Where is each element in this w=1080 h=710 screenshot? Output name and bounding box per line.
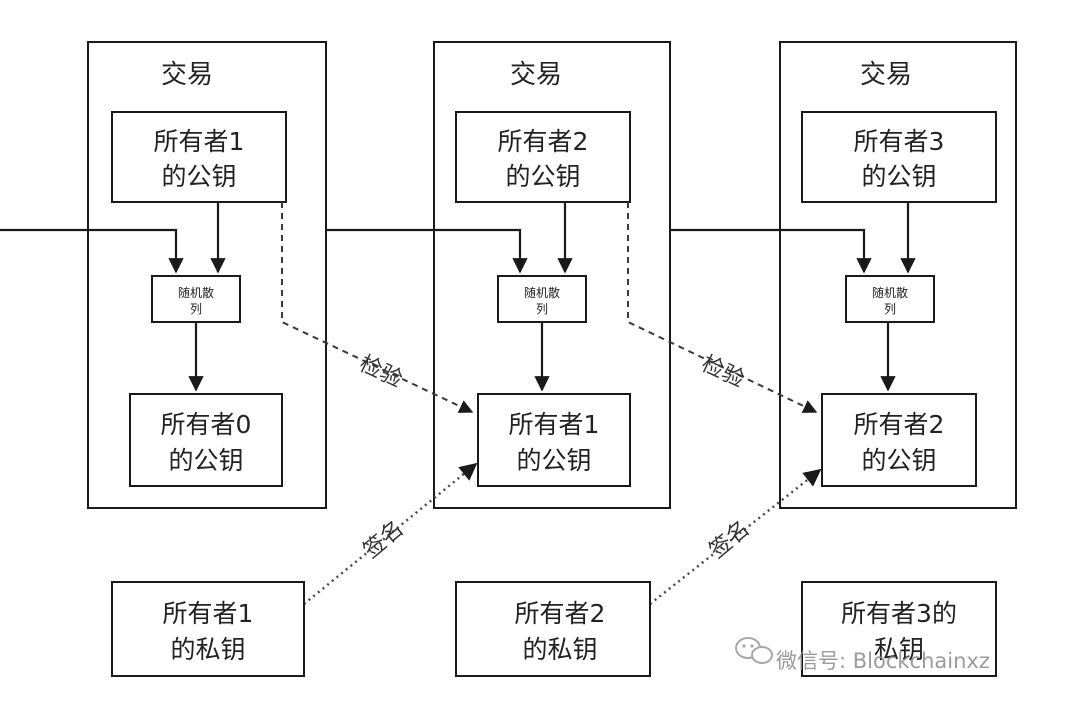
transaction-1: 交易 所有者1 的公钥 随机散 列 所有者0 的公钥 bbox=[0, 41, 327, 509]
sign-label-2: 签名 bbox=[705, 516, 755, 563]
transaction-2-title: 交易 bbox=[510, 60, 562, 90]
transaction-2-prev-key-line1: 所有者1 bbox=[509, 410, 600, 439]
private-key-1: 所有者1 的私钥 bbox=[111, 581, 305, 677]
transaction-2-owner-key-line1: 所有者2 bbox=[498, 127, 589, 156]
transaction-1-title: 交易 bbox=[161, 60, 213, 90]
sign-arrow-1 bbox=[303, 462, 478, 605]
transaction-1-owner-public-key bbox=[111, 111, 287, 203]
transaction-2-owner-public-key bbox=[455, 111, 631, 203]
transaction-3-prev-key-line2: 的公钥 bbox=[861, 446, 936, 475]
transaction-1-hash-line1: 随机散 bbox=[178, 285, 214, 300]
transaction-3-prev-key-line1: 所有者2 bbox=[854, 410, 945, 439]
private-key-2-line2: 的私钥 bbox=[522, 635, 597, 664]
private-key-1-box bbox=[111, 581, 305, 677]
transaction-2-hash-line1: 随机散 bbox=[524, 285, 560, 300]
sign-arrow-2 bbox=[649, 468, 822, 605]
transaction-1-hash-line2: 列 bbox=[190, 302, 202, 316]
transaction-3: 交易 所有者3 的公钥 随机散 列 所有者2 的公钥 bbox=[670, 41, 1017, 509]
transaction-3-title: 交易 bbox=[860, 60, 912, 90]
private-key-2-line1: 所有者2 bbox=[515, 599, 606, 628]
transaction-1-owner-key-line2: 的公钥 bbox=[161, 162, 236, 191]
transaction-2-hash-line2: 列 bbox=[536, 302, 548, 316]
transaction-2-owner-key-line2: 的公钥 bbox=[505, 162, 580, 191]
transaction-1-prev-key-line2: 的公钥 bbox=[168, 446, 243, 475]
chain-arrow-1-to-2 bbox=[326, 228, 528, 274]
transaction-2: 交易 所有者2 的公钥 随机散 列 所有者1 的公钥 bbox=[326, 41, 671, 509]
private-key-1-line1: 所有者1 bbox=[163, 599, 254, 628]
private-key-1-line2: 的私钥 bbox=[170, 635, 245, 664]
verify-arrow-2 bbox=[627, 202, 818, 413]
transaction-3-hash-box bbox=[845, 275, 935, 323]
watermark-text: 微信号: Blockchainxz bbox=[776, 649, 990, 673]
verify-label-2: 检验 bbox=[698, 351, 748, 392]
transaction-3-hash-line2: 列 bbox=[884, 302, 896, 316]
private-key-2-box bbox=[455, 581, 651, 677]
private-key-3-line1: 所有者3的 bbox=[841, 599, 957, 628]
transaction-2-prev-owner-public-key bbox=[477, 393, 631, 487]
transaction-3-owner-key-line1: 所有者3 bbox=[854, 127, 945, 156]
transaction-2-hash-box bbox=[497, 275, 587, 323]
private-key-3-line2: 私钥 bbox=[874, 635, 924, 664]
private-key-2: 所有者2 的私钥 bbox=[455, 581, 651, 677]
transaction-2-prev-key-line2: 的公钥 bbox=[516, 446, 591, 475]
private-key-3-box bbox=[801, 581, 997, 677]
wechat-icon bbox=[735, 637, 773, 664]
incoming-chain-arrow bbox=[0, 228, 184, 274]
transaction-1-owner-key-line1: 所有者1 bbox=[154, 127, 245, 156]
verify-label-1: 检验 bbox=[356, 351, 406, 392]
transaction-3-prev-owner-public-key bbox=[821, 393, 977, 487]
chain-arrow-2-to-3 bbox=[670, 228, 872, 274]
private-key-3: 所有者3的 私钥 bbox=[801, 581, 997, 677]
transaction-3-owner-key-line2: 的公钥 bbox=[861, 162, 936, 191]
transaction-1-prev-owner-public-key bbox=[129, 393, 283, 487]
transaction-1-prev-key-line1: 所有者0 bbox=[161, 410, 252, 439]
transaction-3-hash-line1: 随机散 bbox=[872, 285, 908, 300]
watermark: 微信号: Blockchainxz bbox=[735, 637, 990, 673]
transaction-3-owner-public-key bbox=[801, 111, 997, 203]
